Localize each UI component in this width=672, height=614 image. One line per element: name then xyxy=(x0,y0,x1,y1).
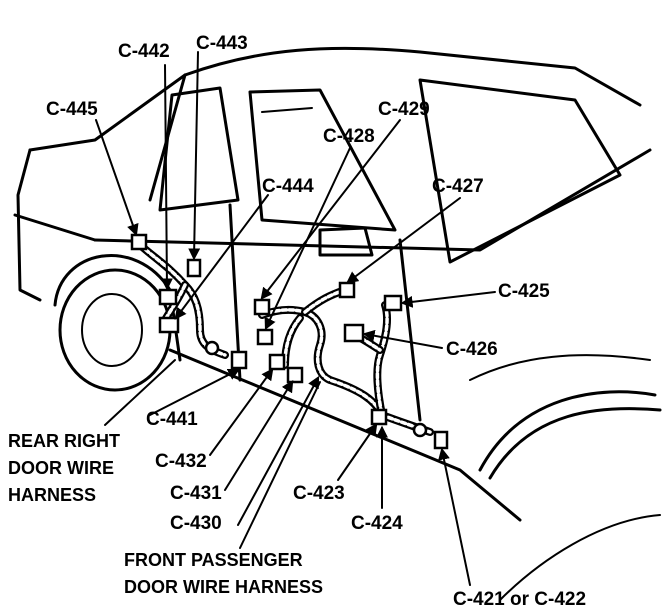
label-c427: C-427 xyxy=(432,176,484,197)
label-c429: C-429 xyxy=(378,99,430,120)
connector-c428 xyxy=(256,328,274,346)
front-passenger-door-harness xyxy=(253,281,449,450)
label-c428: C-428 xyxy=(323,126,375,147)
label-c441: C-441 xyxy=(146,409,198,430)
label-c431: C-431 xyxy=(170,483,222,504)
connector-c445 xyxy=(130,233,148,251)
label-c421-or-c422: C-421 or C-422 xyxy=(453,589,587,610)
connector-c421 xyxy=(433,430,449,450)
label-c442: C-442 xyxy=(118,41,170,62)
label-c445: C-445 xyxy=(46,99,98,120)
label-c424: C-424 xyxy=(351,513,403,534)
connector-c442 xyxy=(158,288,178,306)
connector-c431 xyxy=(286,366,304,384)
connector-c423 xyxy=(370,408,388,426)
leader-lines xyxy=(95,51,496,586)
caption-front-line-1: FRONT PASSENGER xyxy=(124,550,303,570)
caption-rear-line-3: HARNESS xyxy=(8,485,97,505)
caption-rear-line-1: REAR RIGHT xyxy=(8,431,120,451)
caption-front-passenger-door-harness: FRONT PASSENGER DOOR WIRE HARNESS xyxy=(124,547,323,601)
connector-c443 xyxy=(186,258,202,278)
connector-c427 xyxy=(338,281,356,299)
caption-rear-right-door-harness: REAR RIGHT DOOR WIRE HARNESS xyxy=(8,428,120,509)
caption-front-line-2: DOOR WIRE HARNESS xyxy=(124,577,324,597)
label-c425: C-425 xyxy=(498,281,550,302)
label-c444: C-444 xyxy=(262,176,314,197)
connector-c426 xyxy=(343,323,365,343)
label-c432: C-432 xyxy=(155,451,207,472)
connector-c432 xyxy=(268,353,286,371)
connector-c441 xyxy=(230,350,248,370)
label-c423: C-423 xyxy=(293,483,345,504)
connector-c444 xyxy=(158,316,180,334)
label-c443: C-443 xyxy=(196,33,248,54)
label-c430: C-430 xyxy=(170,513,222,534)
label-c426: C-426 xyxy=(446,339,498,360)
rear-right-door-harness xyxy=(130,233,248,370)
caption-rear-line-2: DOOR WIRE xyxy=(8,458,114,478)
car-body xyxy=(13,46,662,601)
connector-c425 xyxy=(383,294,403,312)
connector-c429 xyxy=(253,298,271,316)
